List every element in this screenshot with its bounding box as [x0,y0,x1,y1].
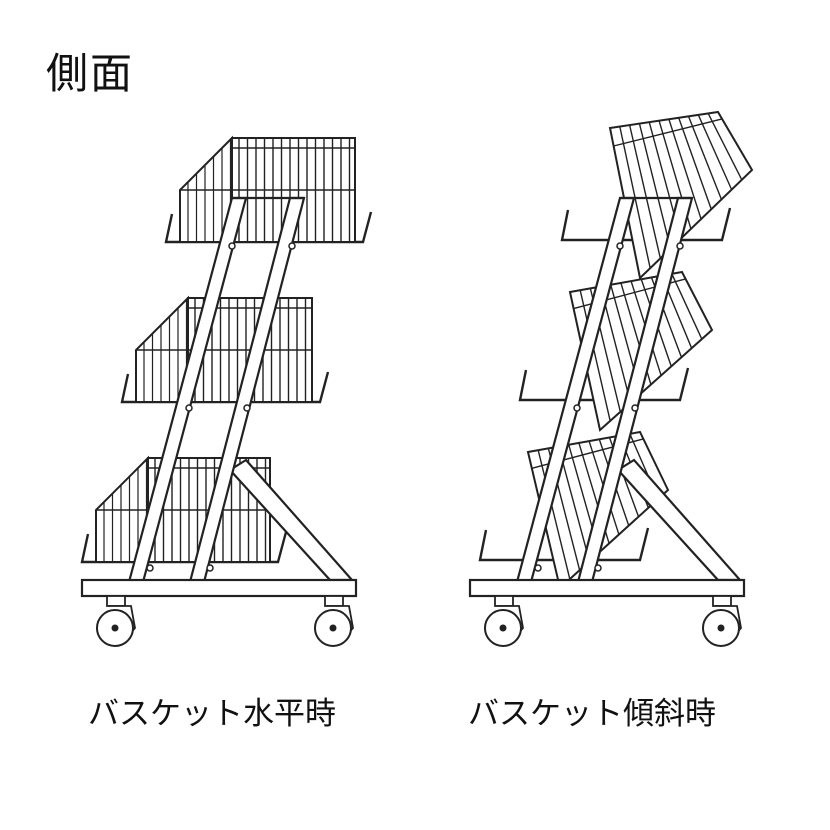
basket-slat [707,113,743,181]
caster-axle [499,624,507,632]
page-title: 側面 [46,49,135,98]
basket-rim [613,118,723,147]
caster-axle [717,624,725,632]
basket-slat [687,116,723,200]
frame-rivet [616,242,624,250]
basket-slat [579,290,611,422]
wire-basket [80,455,288,564]
caster-axle [111,624,119,632]
basket-slat [697,114,733,190]
caster-axle [329,624,337,632]
caster-mount [106,595,126,607]
basket-slat [628,124,662,259]
caption-baskets-tilted: バスケット傾斜時 [468,696,716,732]
caption-baskets-horizontal: バスケット水平時 [88,696,336,732]
frame-rivet [676,242,684,250]
basket-slat [671,273,703,340]
frame-rivet [146,564,154,572]
cart-baskets-tilted [468,110,754,647]
frame-rivet [631,404,639,412]
cart-baskets-horizontal [80,135,373,647]
frame-rivet [594,564,602,572]
frame-rivet [206,564,214,572]
frame-rivet [288,242,296,250]
frame-rivet [243,404,251,412]
cart-base [468,578,746,598]
basket-slat [537,450,571,580]
basket-slat [678,117,712,210]
frame-rivet [573,404,581,412]
wire-basket [164,135,373,244]
cart-frame [80,196,358,647]
caster-mount [324,595,344,607]
caster-mount [712,595,732,607]
basket-slat [668,119,702,220]
frame-rivet [185,404,193,412]
wire-basket [120,295,330,404]
basket-slat [638,123,672,249]
cart-base [80,578,358,598]
basket-slat [557,446,591,562]
caster-mount [494,595,514,607]
wire-basket [608,110,754,280]
cart-frame [468,196,746,647]
frame-rivet [534,564,542,572]
frame-rivet [228,242,236,250]
